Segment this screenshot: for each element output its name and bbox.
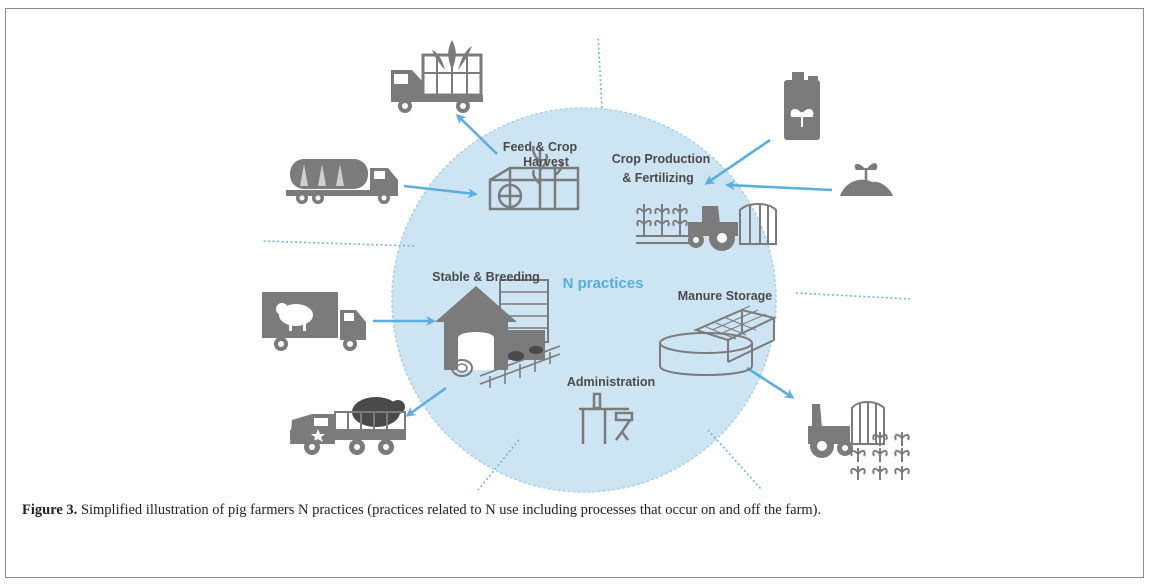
tractor-field-icon — [636, 203, 777, 251]
arrow-from-tanker — [403, 184, 478, 199]
pig-transport-truck-icon — [262, 292, 366, 351]
figure-caption: Figure 3. Simplified illustration of pig… — [22, 500, 1122, 521]
label-manure: Manure Storage — [678, 289, 773, 303]
caption-text: Simplified illustration of pig farmers N… — [77, 502, 822, 518]
plant-rows-icon — [850, 432, 910, 480]
label-stable: Stable & Breeding — [432, 270, 540, 284]
arrow-to-livestock-truck — [405, 386, 447, 417]
label-feed-line2: Harvest — [523, 155, 570, 169]
figure-frame — [5, 8, 1144, 578]
arrow-to-spreader — [746, 366, 795, 399]
arrow-from-soil — [725, 180, 833, 192]
soil-sprout-icon — [840, 163, 893, 196]
label-admin: Administration — [567, 375, 655, 389]
tanker-truck-icon — [286, 159, 398, 204]
arrow-to-hay-truck — [455, 113, 498, 155]
livestock-truck-icon — [290, 397, 406, 455]
center-label: N practices — [563, 275, 644, 292]
hay-truck-icon — [391, 40, 483, 113]
greenhouse-icon — [488, 145, 580, 211]
sector-dividers — [261, 35, 911, 491]
label-crop-line2: & Fertilizing — [622, 171, 694, 185]
barn-icon — [435, 279, 561, 388]
arrow-from-canister — [704, 138, 771, 185]
flow-arrows — [373, 113, 833, 417]
fertilizer-canister-icon — [784, 72, 820, 140]
tractor-spreader-icon — [808, 401, 885, 458]
n-practices-diagram: Feed & Crop Harvest Crop Production & Fe… — [261, 35, 911, 493]
label-feed-line1: Feed & Crop — [503, 140, 578, 154]
manure-tank-icon — [659, 305, 777, 376]
desk-chair-icon — [579, 392, 634, 444]
caption-label: Figure 3. — [22, 502, 78, 518]
label-crop-line1: Crop Production — [612, 152, 711, 166]
